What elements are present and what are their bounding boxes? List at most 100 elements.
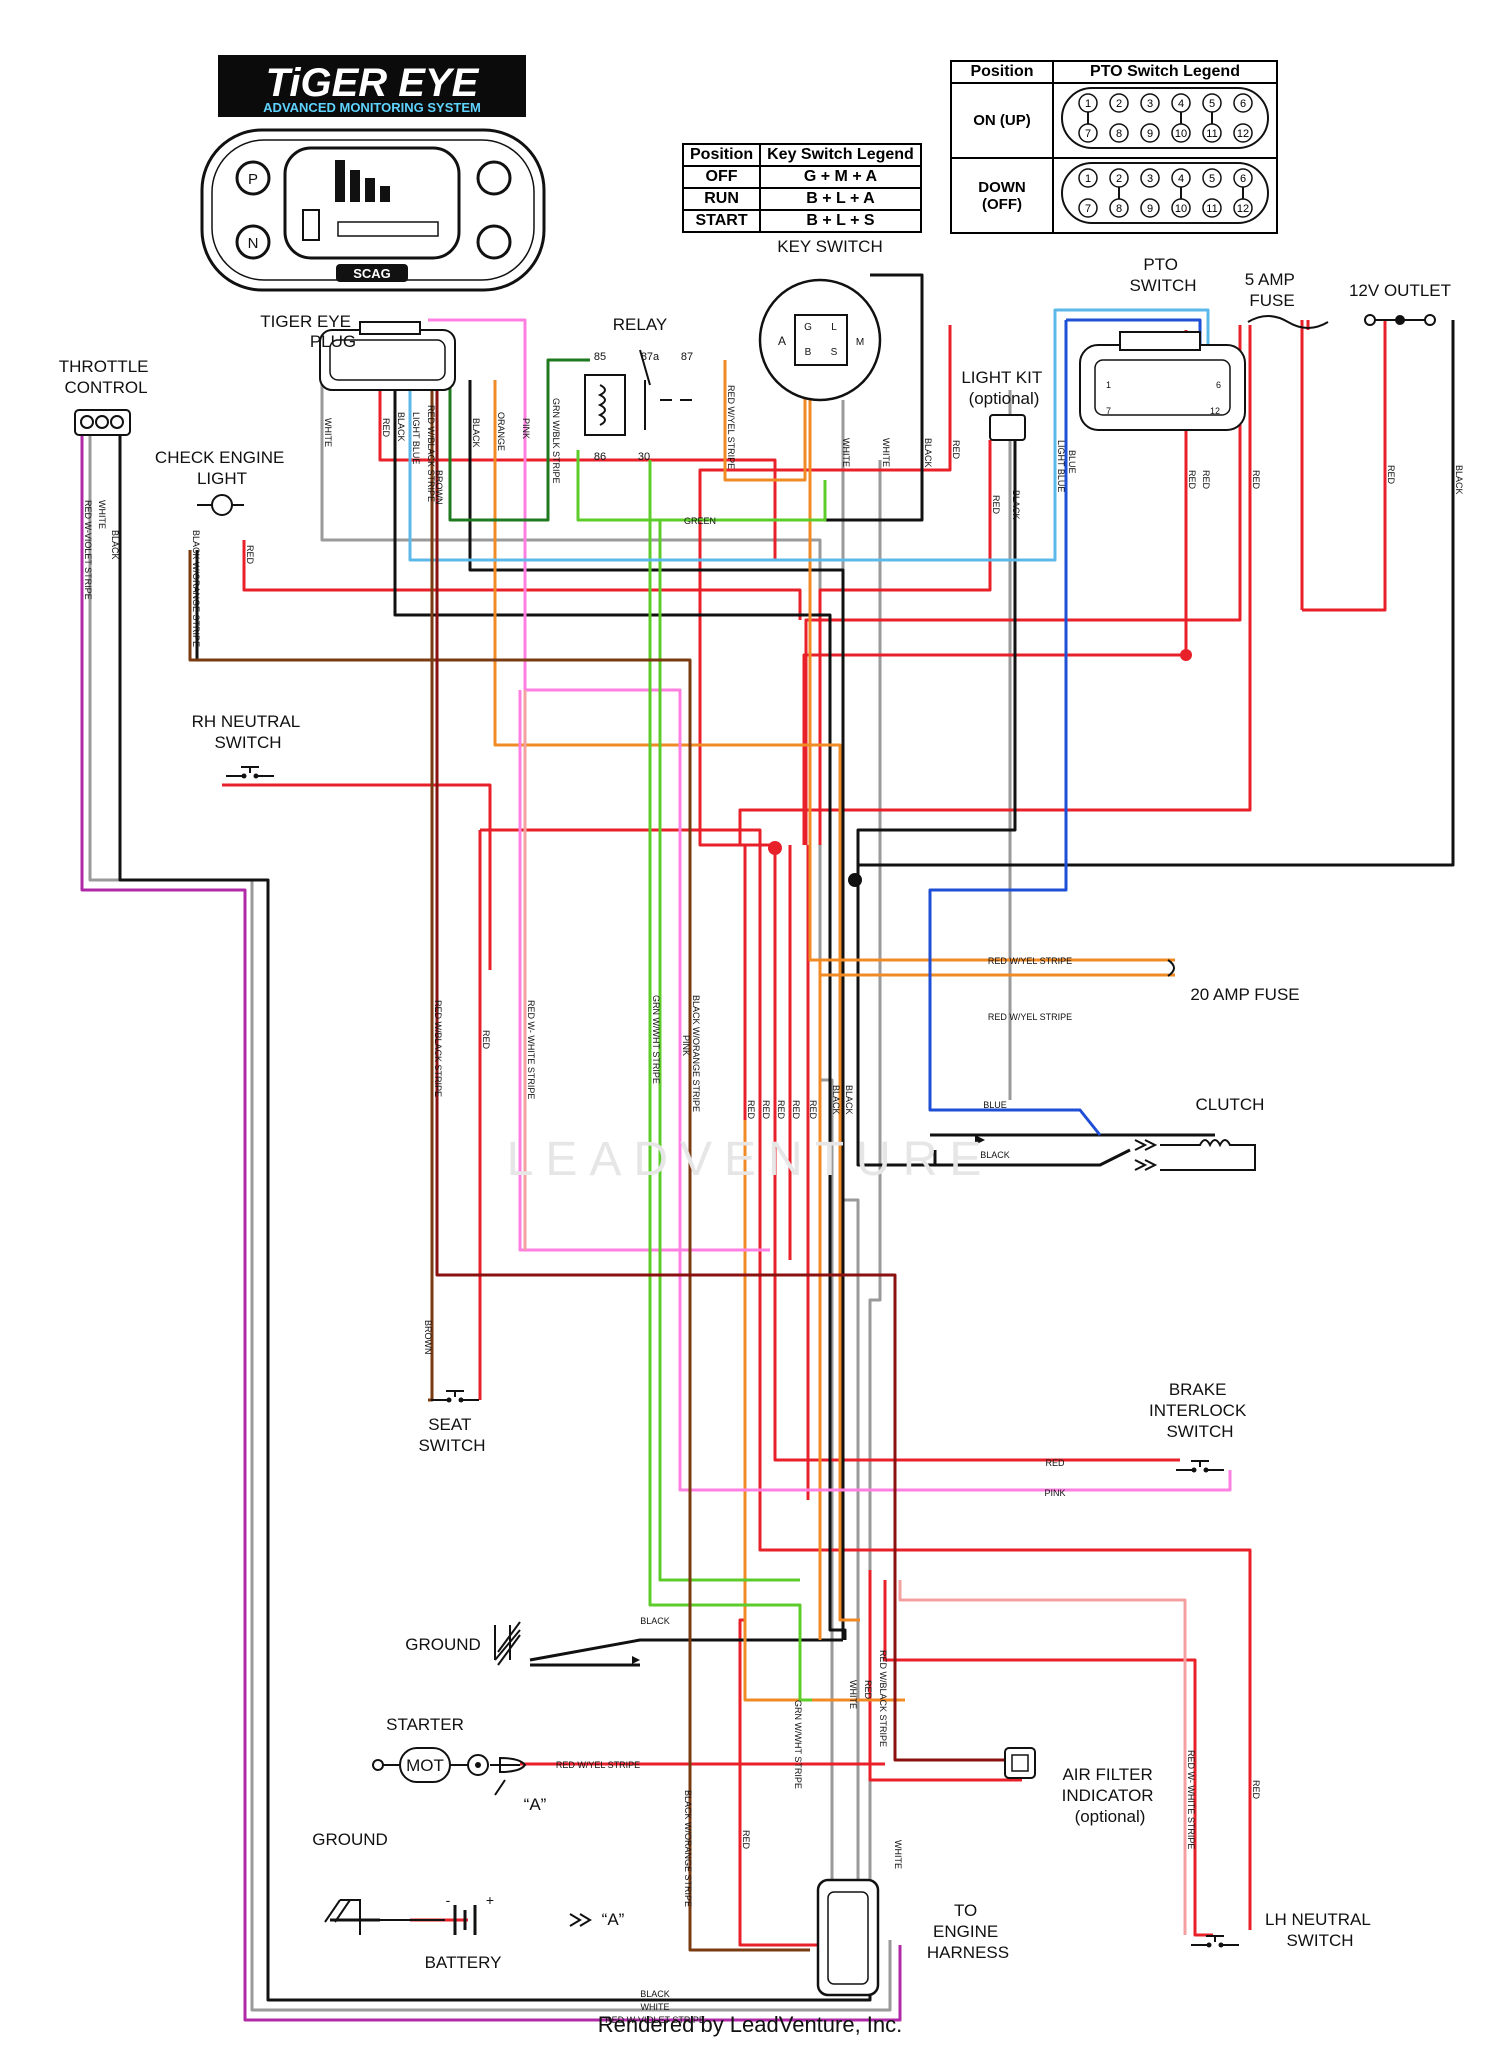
ground1-label: GROUND [405,1635,481,1654]
pto-pin-number: 5 [1209,98,1215,110]
pto-red-splice [1180,649,1192,661]
fuse-20a-label: 20 AMP FUSE [1190,985,1299,1004]
wire-label-white-6: WHITE [893,1840,903,1869]
pto-pin-number: 6 [1240,173,1246,185]
throttle-connector [74,409,131,436]
wire-label-blue-2: BLUE [983,1100,1007,1110]
wire-label-black-bottom: BLACK [640,1989,670,1999]
key-legend-header-legend: Key Switch Legend [759,143,922,167]
clutch-label: CLUTCH [1196,1095,1265,1114]
pto-pin [1109,198,1129,218]
wire-label-black-9: BLACK [980,1150,1010,1160]
light-kit-label: LIGHT KIT (optional) [961,368,1046,408]
relay [584,349,700,436]
wire-label-pink: PINK [521,418,531,439]
wire-label-red-7: RED [1386,465,1396,485]
key-terminal-l: L [831,322,837,333]
pto-pin [1078,93,1098,113]
key-legend-run: RUN [681,187,762,211]
relay-pin-85: 85 [594,351,606,363]
ground-symbol-2 [324,1899,445,1935]
wire-label-black-4: BLACK [1011,490,1021,520]
key-switch-legend: Position Key Switch Legend OFF G + M + A… [681,143,922,233]
wire-label-red-12: RED [776,1100,786,1120]
tiger-eye-plug [319,321,456,391]
wire-label-white: WHITE [323,418,333,447]
wire-label-red-white: RED W- WHITE STRIPE [526,1000,536,1099]
svg-text:N: N [248,235,259,252]
pto-pin-6: 6 [1216,380,1221,390]
battery-a-label: “A” [602,1910,625,1929]
pto-pin-number: 7 [1085,128,1091,140]
pto-pin-12: 12 [1210,406,1220,416]
fuse-20a-symbol [1167,959,1175,977]
wire-label-red-yel-4: RED W/YEL STRIPE [556,1760,640,1770]
pto-pin-number: 1 [1085,173,1091,185]
wire-label-red-violet-bottom: RED W-VIOLET STRIPE [605,2015,705,2025]
pto-pin [1171,93,1191,113]
wires [80,273,1455,2022]
pto-pin-number: 2 [1116,98,1122,110]
black-splice [848,873,862,887]
logo-subtitle: ADVANCED MONITORING SYSTEM [263,100,481,115]
wire-label-black-6: BLACK [110,530,120,560]
pto-pin-number: 5 [1209,173,1215,185]
display-brand: SCAG [353,266,391,281]
wire-label-brown: BROWN [434,470,444,505]
engine-harness-connector [816,1878,880,1997]
pto-pin [1140,93,1160,113]
pto-pin [1140,168,1160,188]
wire-label-brown-2: BROWN [423,1320,433,1355]
pto-pin [1233,93,1253,113]
wire-label-black-2: BLACK [471,418,481,448]
starter-label: STARTER [386,1715,464,1734]
wire-label-white-5: WHITE [848,1680,858,1709]
wire-label-red-6: RED [1251,470,1261,490]
air-filter-label: AIR FILTER INDICATOR (optional) [1062,1765,1159,1826]
wire-label-red-white-2: RED W- WHITE STRIPE [1186,1750,1196,1849]
lh-neutral-label: LH NEUTRAL SWITCH [1265,1910,1375,1950]
key-switch [758,278,882,402]
relay-pin-86: 86 [594,451,606,463]
key-terminal-m: M [856,337,864,348]
outlet-label: 12V OUTLET [1349,281,1451,300]
wire-label-red-18: RED [1251,1780,1261,1800]
pto-pin [1171,198,1191,218]
pto-pin [1109,168,1129,188]
check-engine-label: CHECK ENGINE LIGHT [155,448,289,488]
pto-pin [1109,123,1129,143]
battery-symbol [453,1905,592,1935]
svg-text:P: P [248,171,258,188]
key-legend-start-value: B + L + S [759,209,922,233]
key-legend-start: START [681,209,762,233]
wire-label-red-yel-2: RED W/YEL STRIPE [988,956,1072,966]
rh-neutral-label: RH NEUTRAL SWITCH [192,712,305,752]
wire-label-green: GREEN [684,516,716,526]
pto-pin [1233,123,1253,143]
pto-pin [1202,198,1222,218]
green-wires [576,450,827,1702]
display-screen [283,146,461,260]
wire-label-red: RED [381,418,391,438]
pto-pin [1078,168,1098,188]
pto-pin-number: 11 [1206,203,1217,215]
wire-label-light-blue: LIGHT BLUE [411,412,421,464]
logo-title: TiGER EYE [266,61,480,105]
outlet-symbol [1364,314,1436,326]
pto-legend-down: DOWN (OFF) [950,157,1054,234]
red-wires [222,320,1387,1947]
wire-label-black-orange: BLACK W/ORANGE STRIPE [191,530,201,647]
ground2-label: GROUND [312,1830,388,1849]
wire-label-black-orange-3: BLACK W/ORANGE STRIPE [683,1790,693,1907]
dark-green-wires [448,358,590,522]
light-blue-wires [408,308,1210,562]
display-n-button [235,224,271,260]
pto-pin-number: 4 [1178,173,1184,185]
pink-wires [428,318,1232,1492]
check-engine-lamp [197,494,244,516]
footer-credit: Rendered by LeadVenture, Inc. [597,2012,903,2037]
